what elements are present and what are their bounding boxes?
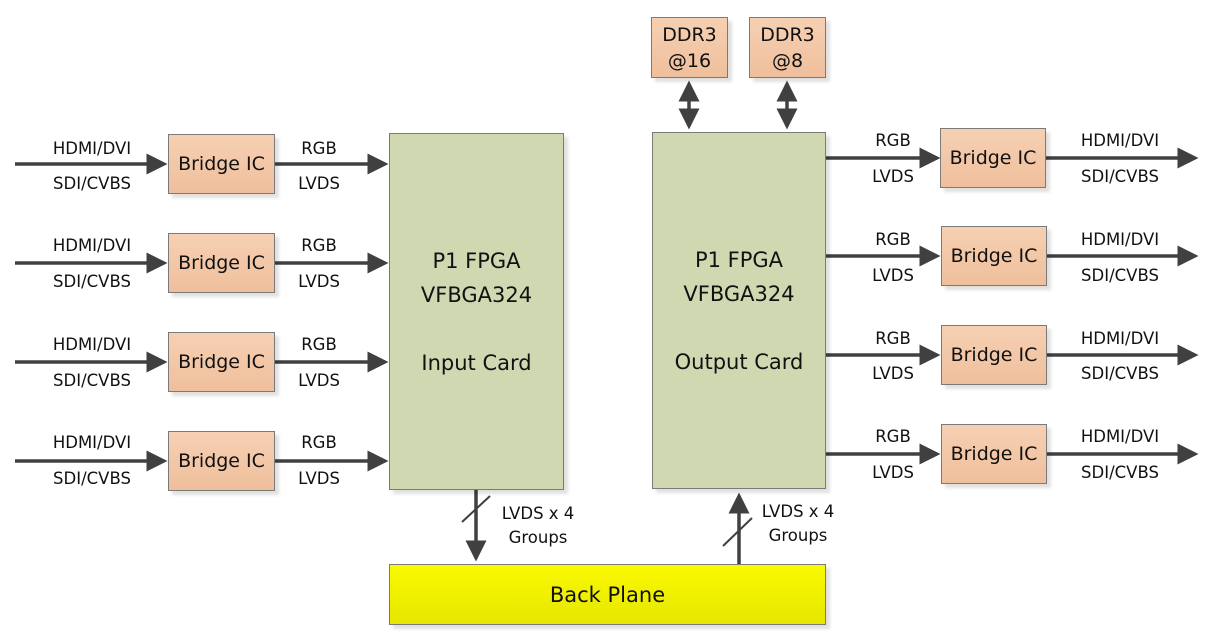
ddr3-8-line1: DDR3	[760, 23, 815, 46]
bridge-output-bottom-label: LVDS	[298, 371, 340, 390]
output-signal-top-label: HDMI/DVI	[1080, 230, 1160, 249]
back-plane-label: Back Plane	[549, 582, 666, 607]
bridge-label: Bridge IC	[178, 351, 265, 373]
output-signal-bottom-label: SDI/CVBS	[1081, 463, 1159, 482]
output-bridge-ic-4: Bridge IC	[941, 424, 1047, 484]
output-signal-bottom-label: SDI/CVBS	[1081, 167, 1159, 186]
bridge-label: Bridge IC	[950, 443, 1038, 465]
card-output-top-label: RGB	[875, 427, 911, 446]
output-signal-top-label: HDMI/DVI	[1080, 427, 1160, 446]
output-bridge-ic-1: Bridge IC	[940, 128, 1046, 188]
input-signal-top-label: HDMI/DVI	[52, 139, 132, 158]
input-bus-label-line2: Groups	[508, 528, 568, 547]
card-output-bottom-label: LVDS	[872, 463, 914, 482]
input-card-fpga-block: P1 FPGA VFBGA324 Input Card	[389, 133, 564, 490]
output-bridge-ic-3: Bridge IC	[941, 325, 1047, 385]
bridge-label: Bridge IC	[949, 147, 1037, 169]
output-bus-label-line1: LVDS x 4	[761, 502, 835, 521]
output-signal-top-label: HDMI/DVI	[1080, 131, 1160, 150]
input-bridge-ic-3: Bridge IC	[168, 332, 275, 392]
bridge-output-bottom-label: LVDS	[298, 469, 340, 488]
bridge-label: Bridge IC	[178, 450, 265, 472]
input-signal-top-label: HDMI/DVI	[52, 236, 132, 255]
input-card-line2: VFBGA324	[420, 282, 533, 307]
card-output-top-label: RGB	[875, 230, 911, 249]
input-bus-label: LVDS x 4 Groups	[502, 502, 575, 550]
ddr3-16-line1: DDR3	[662, 23, 717, 46]
bridge-output-top-label: RGB	[301, 335, 337, 354]
input-signal-bottom-label: SDI/CVBS	[53, 371, 131, 390]
bridge-output-bottom-label: LVDS	[298, 174, 340, 193]
card-output-top-label: RGB	[875, 131, 911, 150]
output-signal-top-label: HDMI/DVI	[1080, 329, 1160, 348]
card-output-bottom-label: LVDS	[872, 364, 914, 383]
output-card-fpga-block: P1 FPGA VFBGA324 Output Card	[652, 132, 826, 489]
bridge-label: Bridge IC	[178, 252, 265, 274]
input-bridge-ic-4: Bridge IC	[168, 431, 275, 491]
bridge-label: Bridge IC	[178, 153, 265, 175]
output-bridge-ic-2: Bridge IC	[941, 226, 1047, 286]
input-signal-bottom-label: SDI/CVBS	[53, 469, 131, 488]
output-bus-label-line2: Groups	[768, 526, 828, 545]
input-signal-top-label: HDMI/DVI	[52, 433, 132, 452]
input-signal-bottom-label: SDI/CVBS	[53, 272, 131, 291]
input-bridge-ic-2: Bridge IC	[168, 233, 275, 293]
bridge-output-top-label: RGB	[301, 139, 337, 158]
card-output-top-label: RGB	[875, 329, 911, 348]
ddr3-16-line2: @16	[667, 49, 712, 72]
ddr3-8-memory-block: DDR3 @8	[749, 17, 826, 78]
output-signal-bottom-label: SDI/CVBS	[1081, 266, 1159, 285]
input-signal-top-label: HDMI/DVI	[52, 335, 132, 354]
output-signal-bottom-label: SDI/CVBS	[1081, 364, 1159, 383]
input-card-line3: Input Card	[421, 350, 532, 375]
bridge-output-bottom-label: LVDS	[298, 272, 340, 291]
ddr3-8-line2: @8	[771, 49, 804, 72]
ddr3-16-memory-block: DDR3 @16	[651, 17, 728, 78]
input-signal-bottom-label: SDI/CVBS	[53, 174, 131, 193]
bridge-label: Bridge IC	[950, 245, 1038, 267]
output-card-line1: P1 FPGA	[694, 247, 784, 272]
bridge-output-top-label: RGB	[301, 433, 337, 452]
bus-slash-input	[461, 495, 491, 523]
output-card-line3: Output Card	[674, 349, 804, 374]
bridge-output-top-label: RGB	[301, 236, 337, 255]
output-bus-label: LVDS x 4 Groups	[762, 500, 835, 548]
card-output-bottom-label: LVDS	[872, 167, 914, 186]
input-card-line1: P1 FPGA	[432, 248, 521, 273]
back-plane-block: Back Plane	[389, 564, 826, 625]
output-card-line2: VFBGA324	[683, 281, 795, 306]
input-bridge-ic-1: Bridge IC	[168, 134, 275, 194]
card-output-bottom-label: LVDS	[872, 266, 914, 285]
input-bus-label-line1: LVDS x 4	[501, 504, 575, 523]
bus-slash-output	[722, 517, 753, 547]
bridge-label: Bridge IC	[950, 344, 1038, 366]
